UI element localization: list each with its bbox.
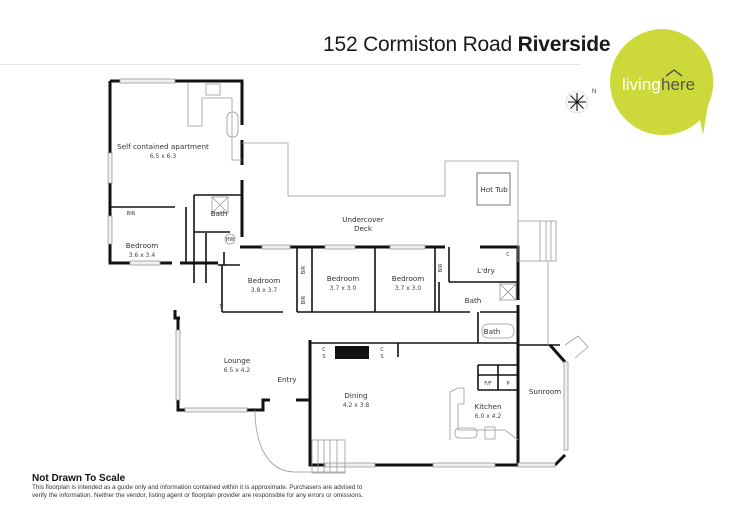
label-fridge: F/F — [484, 381, 492, 387]
label-kitchen: Kitchen — [474, 402, 501, 411]
address-street: 152 Cormiston Road — [323, 33, 512, 56]
dim-bedroom-2: 3.8 x 3.7 — [251, 287, 278, 294]
room-labels: Self contained apartment 6.5 x 6.3 Bath … — [117, 142, 561, 420]
label-bedroom-3: Bedroom — [327, 274, 360, 283]
logo-text-here: here — [661, 75, 695, 94]
label-laundry-cupboard: C — [506, 252, 510, 258]
north-label: N — [592, 89, 596, 95]
disclaimer-line-2: verify the information. Neither the vend… — [32, 491, 364, 499]
label-bedroom-1: Bedroom — [126, 241, 159, 250]
label-deck-1: Undercover — [342, 215, 384, 224]
label-bath-2: Bath — [484, 327, 501, 336]
disclaimer-line-1: This floorplan is intended as a guide on… — [32, 484, 363, 491]
dim-dining: 4.2 x 3.8 — [343, 402, 370, 409]
label-bir-3: BIR — [438, 263, 444, 272]
not-to-scale-heading: Not Drawn To Scale — [32, 473, 126, 484]
label-dining-store-right: S — [380, 354, 383, 360]
fireplace — [335, 346, 369, 359]
label-hot-tub: Hot Tub — [480, 185, 508, 194]
label-apartment-bir: BIR — [127, 211, 136, 217]
label-entry: Entry — [277, 375, 297, 384]
dim-bedroom-1: 3.6 x 3.4 — [129, 252, 156, 259]
house-roof-icon — [665, 69, 683, 77]
label-dining-cupboard-right: C — [380, 347, 384, 353]
exterior-walls — [108, 79, 567, 467]
dim-bedroom-4: 3.7 x 3.0 — [395, 285, 422, 292]
label-bedroom-4: Bedroom — [392, 274, 425, 283]
dim-apartment: 6.5 x 6.3 — [150, 153, 177, 160]
address-suburb: Riverside — [517, 33, 611, 56]
label-dining: Dining — [344, 391, 367, 400]
property-address: 152 Cormiston Road Riverside — [323, 33, 611, 57]
label-bir-1: BIR — [301, 265, 307, 274]
label-hot-water: HW — [226, 237, 235, 243]
label-bedroom-2: Bedroom — [248, 276, 281, 285]
label-pantry: P — [506, 381, 509, 387]
livinghere-logo: living here — [610, 29, 714, 135]
label-deck-2: Deck — [354, 224, 373, 233]
dim-bedroom-3: 3.7 x 3.0 — [330, 285, 357, 292]
label-laundry: L'dry — [477, 266, 495, 275]
dim-kitchen: 6.0 x 4.2 — [475, 413, 502, 420]
label-dining-store-left: S — [322, 354, 325, 360]
hot-tub — [476, 172, 511, 206]
title-divider — [0, 64, 580, 65]
label-sunroom: Sunroom — [529, 387, 561, 396]
interior-walls — [110, 194, 560, 391]
label-bath-main: Bath — [465, 296, 482, 305]
label-apartment-bath: Bath — [211, 209, 228, 218]
compass-icon: N — [565, 89, 596, 114]
label-store: S — [219, 304, 222, 310]
label-lounge: Lounge — [224, 356, 251, 365]
windows-and-deck-outline — [107, 78, 589, 474]
label-dining-cupboard-left: C — [322, 347, 326, 353]
label-apartment: Self contained apartment — [117, 142, 209, 151]
logo-text-living: living — [622, 75, 661, 94]
footer: Not Drawn To Scale This floorplan is int… — [32, 473, 452, 499]
label-bir-2: BIR — [301, 295, 307, 304]
dim-lounge: 6.5 x 4.2 — [224, 367, 251, 374]
